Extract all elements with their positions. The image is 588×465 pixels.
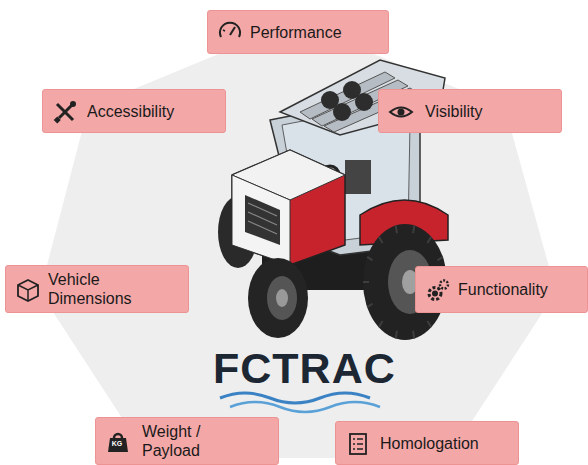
criterion-box: Performance (207, 10, 389, 54)
gears-icon (416, 267, 456, 314)
criterion-label: Vehicle Dimensions (48, 270, 160, 308)
heptagon-ground (40, 22, 556, 458)
logo-text: FCTRAC (213, 344, 396, 392)
criterion-box: Homologation (335, 421, 519, 465)
criterion-box: Functionality (415, 266, 588, 313)
eye-icon (379, 90, 419, 134)
list-icon (336, 422, 376, 465)
criterion-label: Weight / Payload (142, 422, 227, 460)
criterion-label: Accessibility (87, 102, 174, 121)
criterion-label: Homologation (380, 434, 479, 453)
tools-icon (43, 90, 83, 134)
criterion-box: Visibility (378, 89, 562, 133)
criterion-box: Weight / Payload (95, 417, 279, 465)
gauge-icon (208, 11, 248, 55)
weight-icon-text: KG (111, 440, 123, 448)
criterion-label: Functionality (458, 280, 548, 299)
logo-waves (220, 393, 380, 412)
criterion-label: Performance (250, 23, 342, 42)
criterion-box: Vehicle Dimensions (5, 265, 189, 313)
criterion-label: Visibility (425, 102, 483, 121)
criterion-box: Accessibility (42, 89, 226, 133)
box-icon (6, 266, 46, 314)
